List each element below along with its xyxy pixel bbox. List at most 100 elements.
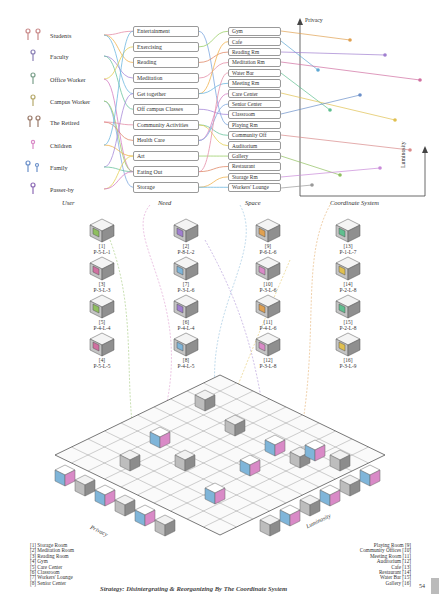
cube-illustration — [335, 294, 361, 319]
flow-connector — [104, 172, 133, 189]
cube-illustration — [89, 218, 115, 243]
flow-connector — [199, 109, 228, 114]
user-item: Faculty — [48, 51, 104, 61]
user-item: Campus Worker — [48, 96, 104, 106]
flow-connector — [104, 35, 133, 62]
space-cube: [12]P-3-L-8 — [248, 332, 288, 370]
need-box: Reading — [133, 57, 199, 68]
space-box: Workers' Lounge — [228, 183, 281, 192]
cube-illustration — [335, 256, 361, 281]
callout-number: [14] — [344, 281, 353, 287]
need-box: Storage — [133, 182, 199, 193]
flow-connector — [104, 101, 133, 172]
node-label: Passer-by — [50, 186, 74, 193]
flow-connector — [199, 156, 228, 157]
flow-connector — [199, 31, 228, 125]
flow-connector — [104, 122, 133, 125]
cube-illustration — [173, 294, 199, 319]
callout-number: [2] — [183, 243, 189, 249]
node-label: Reading Rm — [232, 49, 259, 55]
flow-connector — [199, 52, 228, 62]
callout-number: [4] — [99, 357, 105, 363]
coordinate-code: P-4-L-4 — [177, 325, 194, 331]
cube-illustration — [89, 294, 115, 319]
legend-entry: Community Offices [10] — [360, 547, 411, 553]
cube-illustration — [335, 218, 361, 243]
node-label: Gallery — [232, 153, 248, 159]
node-label: Playing Rm — [232, 122, 258, 128]
coordinate-code: P-4-L-6 — [259, 325, 276, 331]
node-label: Get together — [137, 91, 166, 97]
callout-number: [5] — [99, 319, 105, 325]
need-box: Meditation — [133, 73, 199, 84]
space-box: Playing Rm — [228, 121, 281, 130]
legend-entry: Restaurant [14] — [379, 569, 411, 575]
callout-number: [12] — [264, 357, 273, 363]
cube-illustration — [335, 332, 361, 357]
node-label: Faculty — [50, 53, 69, 60]
space-box: Water Bar — [228, 69, 281, 78]
node-label: Auditorium — [232, 143, 257, 149]
flow-connector — [199, 125, 228, 146]
user-item: Family — [48, 162, 104, 172]
node-label: Exercising — [137, 44, 162, 50]
callout-number: [10] — [264, 281, 273, 287]
node-label: Students — [50, 32, 71, 39]
node-label: Meditation — [137, 75, 162, 81]
legend-entry: [8] Senior Center — [30, 580, 66, 586]
cube-illustration — [255, 218, 281, 243]
node-label: Off campus Classes — [137, 106, 183, 112]
legend-entry: Gallery [16] — [386, 580, 412, 586]
node-label: Entertainment — [137, 28, 170, 34]
flow-connector — [104, 47, 133, 79]
axis-label: Privacy — [89, 524, 108, 538]
legend-entry: Meeting Room [11] — [370, 553, 411, 559]
flow-connector — [199, 187, 228, 188]
flow-connector — [104, 31, 133, 145]
node-label: Art — [137, 153, 145, 159]
space-cube: [3]P-3-L-3 — [82, 256, 122, 294]
space-cube: [10]P-3-L-6 — [248, 256, 288, 294]
user-item: Office Worker — [48, 74, 104, 84]
flow-connector — [104, 79, 133, 172]
space-cube: [2]P-8-L-2 — [166, 218, 206, 256]
node-label: Gym — [232, 28, 243, 34]
need-box: Exercising — [133, 42, 199, 53]
coordinate-code: P-2-L-8 — [339, 287, 356, 293]
coordinate-code: P-3-L-8 — [259, 363, 276, 369]
coordinate-code: P-3-L-6 — [177, 287, 194, 293]
flow-connector — [104, 156, 133, 189]
node-label: Senior Center — [232, 101, 262, 107]
flow-connector — [199, 42, 228, 94]
flow-connector — [199, 166, 228, 171]
space-cube: [16]P-3-L-9 — [328, 332, 368, 370]
legend-entry: [6] Classroom — [30, 569, 60, 575]
callout-number: [13] — [344, 243, 353, 249]
flow-connector — [104, 31, 133, 35]
flow-connector — [199, 104, 228, 140]
flow-connector — [199, 83, 228, 93]
space-box: Storage Rm — [228, 173, 281, 182]
flow-connector — [104, 35, 133, 94]
callout-number: [6] — [183, 319, 189, 325]
node-label: Meditation Rm — [232, 59, 265, 65]
callout-number: [11] — [264, 319, 273, 325]
user-item: Children — [48, 140, 104, 150]
axis-label: Privacy — [305, 17, 323, 23]
node-label: Meeting Rm — [232, 80, 259, 86]
space-cube: [13]P-1-L-7 — [328, 218, 368, 256]
flow-connector — [104, 56, 133, 78]
space-box: Cafe — [228, 37, 281, 46]
callout-number: [7] — [183, 281, 189, 287]
callout-number: [1] — [99, 243, 105, 249]
node-label: Eating Out — [137, 169, 162, 175]
cube-illustration — [89, 332, 115, 357]
page-number: 54 — [419, 583, 425, 589]
cube-illustration — [173, 256, 199, 281]
space-cube: [11]P-4-L-6 — [248, 294, 288, 332]
space-cube: [5]P-4-L-4 — [82, 294, 122, 332]
node-label: Office Worker — [50, 76, 86, 83]
flow-connector — [199, 94, 228, 141]
